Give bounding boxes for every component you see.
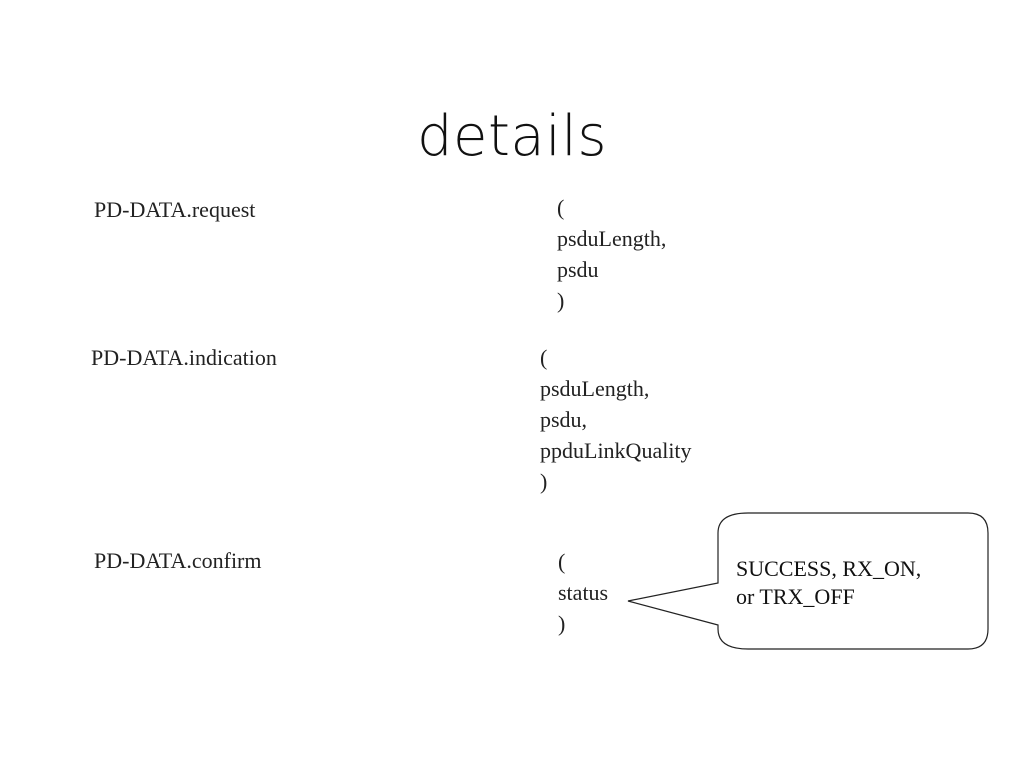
param-line: ): [558, 611, 566, 636]
callout-line: or TRX_OFF: [736, 584, 855, 609]
callout-text: SUCCESS, RX_ON, or TRX_OFF: [736, 555, 921, 611]
param-line: ): [540, 469, 548, 494]
param-line: (: [540, 345, 548, 370]
param-line: ppduLinkQuality: [540, 438, 692, 463]
param-line: psduLength,: [540, 376, 650, 401]
callout-line: SUCCESS, RX_ON,: [736, 556, 922, 581]
param-line: psdu: [557, 257, 599, 282]
primitive-params-confirm: ( status ): [558, 546, 608, 639]
primitive-params-request: ( psduLength, psdu ): [557, 192, 666, 316]
callout-bubble: [627, 512, 989, 650]
param-line: (: [558, 549, 566, 574]
param-line: psdu,: [540, 407, 588, 432]
param-line: status: [558, 580, 609, 605]
primitive-name-confirm: PD-DATA.confirm: [94, 548, 262, 573]
param-line: (: [557, 195, 565, 220]
primitive-params-indication: ( psduLength, psdu, ppduLinkQuality ): [540, 342, 692, 497]
slide-title: details: [416, 104, 608, 169]
callout-bubble-outline: [627, 512, 989, 650]
param-line: ): [557, 288, 565, 313]
param-line: psduLength,: [557, 226, 667, 251]
primitive-name-indication: PD-DATA.indication: [91, 345, 277, 370]
primitive-name-request: PD-DATA.request: [94, 197, 256, 222]
